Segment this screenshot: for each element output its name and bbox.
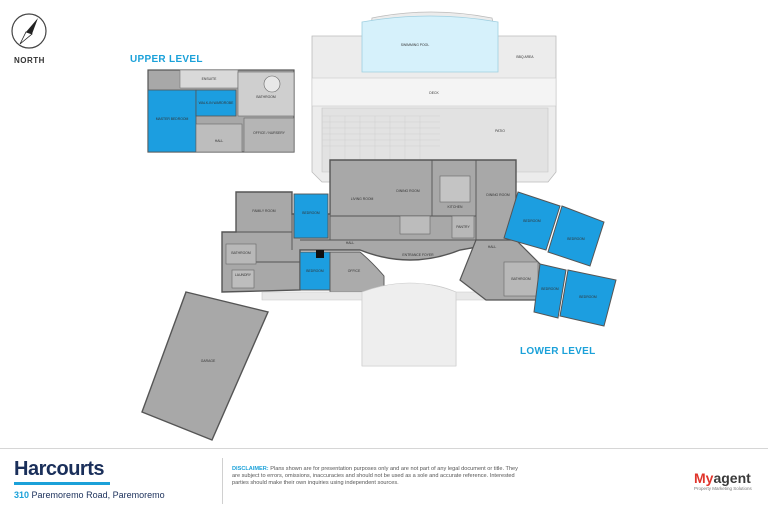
compass-icon xyxy=(10,12,48,50)
driveway xyxy=(261,282,549,367)
room-label-office: OFFICE xyxy=(348,269,361,273)
room-label-bedroom-5: BEDROOM xyxy=(541,287,559,291)
north-label: NORTH xyxy=(14,56,45,65)
disclaimer-text: Plans shown are for presentation purpose… xyxy=(232,466,518,486)
east-wing-plan xyxy=(459,191,617,327)
myagent-logo-my: My xyxy=(694,470,714,486)
lower-level-plan xyxy=(221,159,517,293)
brand-underline xyxy=(14,482,110,485)
upper-level-plan xyxy=(147,69,295,153)
room-label-dining-room: DINING ROOM xyxy=(396,189,420,193)
room-label-kitchen: KITCHEN xyxy=(448,205,463,209)
property-address: 310 Paremoremo Road, Paremoremo xyxy=(14,490,165,500)
room-label-master-bedroom: MASTER BEDROOM xyxy=(156,117,189,121)
room-label-bbq-area: BBQ AREA xyxy=(516,55,534,59)
room-label-ensuite: ENSUITE xyxy=(202,77,217,81)
lower-level-label: LOWER LEVEL xyxy=(520,346,596,357)
room-label-deck: DECK xyxy=(429,91,439,95)
room-label-entrance-foyer: ENTRANCE FOYER xyxy=(402,253,434,257)
disclaimer: DISCLAIMER: Plans shown are for presenta… xyxy=(232,466,522,487)
room-label-living-room: LIVING ROOM xyxy=(351,197,374,201)
disclaimer-title: DISCLAIMER: xyxy=(232,466,269,472)
room-label-upper-hall: HALL xyxy=(215,139,224,143)
floor-plan: SWIMMING POOL BBQ AREA DECK PATIO DINING… xyxy=(141,11,617,441)
room-label-laundry: LAUNDRY xyxy=(235,273,252,277)
room-label-bedroom-2: BEDROOM xyxy=(306,269,324,273)
room-label-upper-bathroom: BATHROOM xyxy=(256,95,276,99)
room-label-bedroom-6: BEDROOM xyxy=(579,295,597,299)
room-label-bathroom-1: BATHROOM xyxy=(231,251,251,255)
room-label-hall-2: HALL xyxy=(488,245,497,249)
upper-level-label: UPPER LEVEL xyxy=(130,54,203,65)
room-label-dining-room-2: DINING ROOM xyxy=(486,193,510,197)
room-label-bathroom-2: BATHROOM xyxy=(511,277,531,281)
address-street: Paremoremo Road, Paremoremo xyxy=(31,490,165,500)
room-label-upper-office: OFFICE / NURSERY xyxy=(253,131,286,135)
myagent-tagline: Property Marketing Solutions xyxy=(694,486,752,491)
room-label-walk-in-wardrobe: WALK-IN WARDROBE xyxy=(199,101,235,105)
room-label-bedroom-4: BEDROOM xyxy=(567,237,585,241)
address-number: 310 xyxy=(14,490,30,500)
brand-logo: Harcourts xyxy=(14,458,104,480)
garage-plan xyxy=(141,291,269,441)
outdoor-area xyxy=(311,11,557,183)
room-label-family-room: FAMILY ROOM xyxy=(252,209,275,213)
myagent-logo-agent: agent xyxy=(713,470,751,486)
room-label-pantry: PANTRY xyxy=(456,225,470,229)
room-label-garage: GARAGE xyxy=(201,359,216,363)
footer-vertical-divider xyxy=(222,458,223,504)
room-label-patio: PATIO xyxy=(495,129,505,133)
myagent-logo: Myagent xyxy=(694,470,751,486)
room-label-swimming-pool: SWIMMING POOL xyxy=(401,43,430,47)
footer-divider xyxy=(0,448,768,449)
room-label-bedroom-1: BEDROOM xyxy=(302,211,320,215)
room-label-hall-1: HALL xyxy=(346,241,355,245)
room-label-bedroom-3: BEDROOM xyxy=(523,219,541,223)
